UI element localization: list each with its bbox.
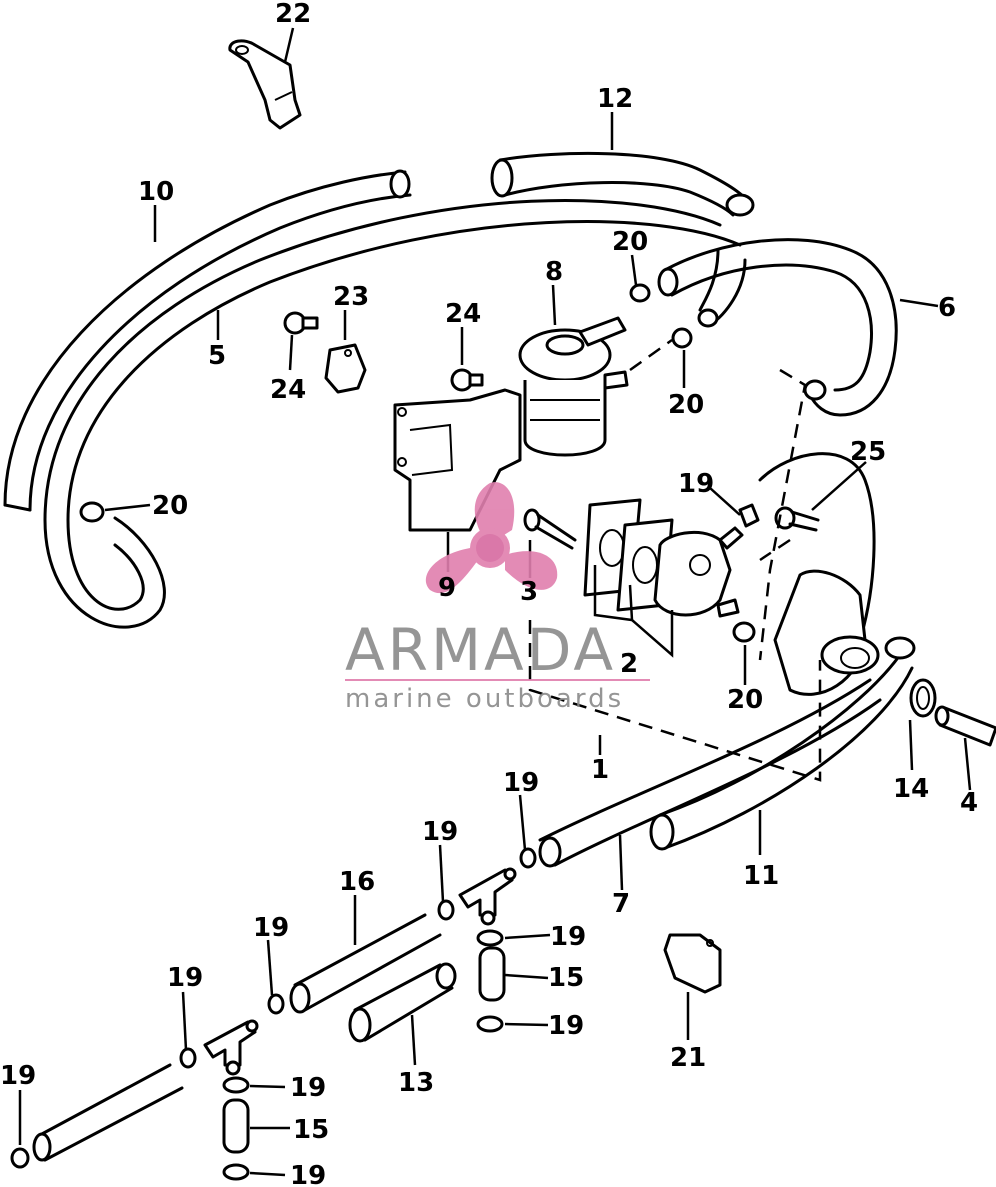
- callout-10: 10: [138, 177, 174, 207]
- hose-15-lower: [222, 1098, 250, 1154]
- hose-13: [348, 962, 457, 1043]
- screw-24-middle: [450, 368, 484, 392]
- callout-23: 23: [333, 282, 369, 312]
- fuel-pump-1: [653, 526, 744, 618]
- pin-4: [934, 705, 996, 747]
- callout-11: 11: [743, 861, 779, 891]
- callout-19-i: 19: [290, 1161, 326, 1187]
- hose-12: [490, 151, 755, 328]
- hose-7: [538, 678, 882, 868]
- screw-24-left: [283, 311, 319, 335]
- hose-left-bottom: [32, 1063, 184, 1162]
- callout-19-g: 19: [0, 1061, 36, 1091]
- fuel-connector: [773, 569, 880, 696]
- o-ring-14: [909, 678, 937, 718]
- tee-fitting-lower: [203, 1019, 259, 1076]
- callout-24-left: 24: [270, 375, 306, 405]
- hose-16: [289, 913, 442, 1014]
- bolt-3: [523, 508, 577, 550]
- callout-19-pump: 19: [678, 469, 714, 499]
- logo-tagline: marine outboards: [345, 684, 624, 714]
- callout-20-top: 20: [612, 227, 648, 257]
- callout-5: 5: [208, 341, 226, 371]
- clamp-19: [10, 503, 760, 1181]
- callout-14: 14: [893, 774, 929, 804]
- callout-9: 9: [438, 573, 456, 603]
- armada-logo: ARMADA marine outboards: [345, 482, 650, 714]
- callout-7: 7: [612, 889, 630, 919]
- callout-19-e: 19: [167, 963, 203, 993]
- callout-19-f: 19: [548, 1011, 584, 1041]
- hose-6: [657, 238, 898, 417]
- clamp-20: [79, 283, 756, 643]
- callout-2: 2: [620, 649, 638, 679]
- fuel-filter-8: [518, 316, 629, 457]
- bracket-clip-22: [228, 39, 302, 130]
- callout-19-h: 19: [290, 1073, 326, 1103]
- callout-15-lower: 15: [293, 1115, 329, 1145]
- callout-12: 12: [597, 84, 633, 114]
- callout-20-bottom: 20: [727, 685, 763, 715]
- callout-16: 16: [339, 867, 375, 897]
- hose-15-upper: [478, 946, 506, 1002]
- callout-6: 6: [938, 293, 956, 323]
- propeller-icon: [425, 482, 558, 594]
- callout-21: 21: [670, 1043, 706, 1073]
- assembly-lines: [528, 338, 822, 782]
- callout-22: 22: [275, 0, 311, 29]
- tee-fitting-upper: [458, 867, 517, 926]
- clip-21: [663, 933, 722, 994]
- clip-23: [324, 343, 367, 394]
- callout-13: 13: [398, 1068, 434, 1098]
- callout-1: 1: [591, 755, 609, 785]
- callout-24-middle: 24: [445, 299, 481, 329]
- callout-20-right: 20: [668, 390, 704, 420]
- hose-11: [649, 452, 916, 851]
- callout-19-b: 19: [422, 817, 458, 847]
- callout-3: 3: [520, 577, 538, 607]
- hose-5: [43, 199, 742, 629]
- callout-19-d: 19: [550, 922, 586, 952]
- callout-20-left: 20: [152, 491, 188, 521]
- logo-wordmark: ARMADA: [345, 616, 616, 684]
- callout-19-c: 19: [253, 913, 289, 943]
- callout-19-a: 19: [503, 768, 539, 798]
- callout-25: 25: [850, 437, 886, 467]
- screw-25: [774, 506, 820, 532]
- callout-4: 4: [960, 788, 978, 818]
- hose-10: [3, 169, 412, 512]
- callout-8: 8: [545, 257, 563, 287]
- callout-15-upper: 15: [548, 963, 584, 993]
- leader-lines: [18, 27, 972, 1177]
